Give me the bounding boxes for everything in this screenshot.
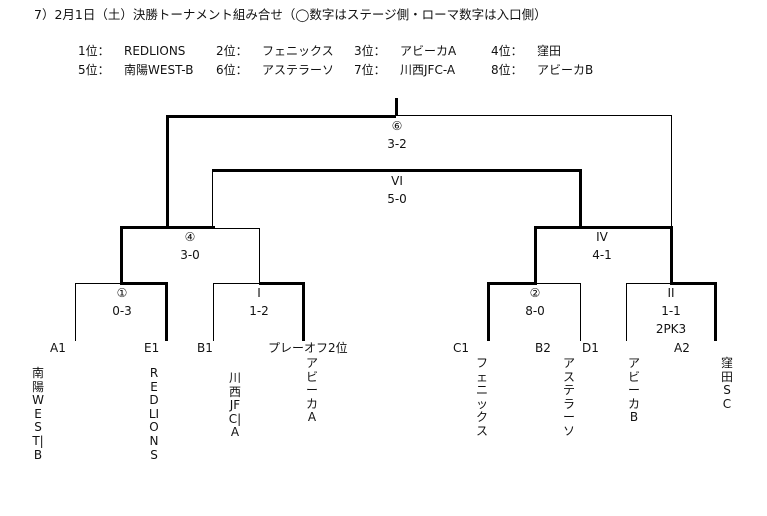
slot-label: C1: [453, 341, 470, 355]
team-name: アビーカB: [627, 356, 640, 425]
match-id: II: [667, 286, 675, 300]
rank-team: アビーカB: [537, 63, 594, 77]
rank-label: 6位：: [216, 63, 248, 77]
slot-label: D1: [582, 341, 599, 355]
rank-team: 窪田: [537, 44, 562, 58]
slot-label: E1: [144, 341, 160, 355]
match-score: 5-0: [387, 192, 407, 206]
rank-label: 3位：: [354, 44, 386, 58]
bracket-line: [259, 228, 260, 284]
match-score: 1-1: [661, 304, 681, 318]
bracket-line: [212, 169, 213, 228]
bracket-line: [215, 228, 259, 229]
bracket-line: [166, 115, 169, 228]
bracket-line: [259, 282, 305, 285]
bracket-line: [395, 98, 398, 116]
bracket-line: [212, 169, 581, 172]
bracket-line: [626, 283, 627, 341]
match-score: 3-0: [180, 248, 200, 262]
match-score: 0-3: [112, 304, 132, 318]
bracket-line: [165, 282, 168, 341]
bracket-line: [302, 282, 305, 341]
rank-team: フェニックス: [262, 44, 334, 58]
bracket-line: [120, 282, 167, 285]
slot-label: プレーオフ2位: [268, 341, 348, 355]
team-name: 窪田SC: [720, 356, 733, 411]
rank-team: アステラーソ: [262, 63, 335, 77]
bracket-line: [166, 115, 396, 118]
slot-label: A2: [674, 341, 690, 355]
page-title: 7）2月1日（土）決勝トーナメント組み合せ（◯数字はステージ側・ローマ数字は入口…: [34, 7, 547, 22]
match-id: ⑥: [391, 119, 403, 133]
bracket-line: [75, 283, 122, 284]
bracket-line: [396, 115, 672, 116]
bracket-line: [120, 226, 123, 284]
slot-label: B2: [535, 341, 551, 355]
rank-team: 南陽WEST-B: [124, 63, 194, 77]
team-name: 川西JFC|A: [228, 371, 242, 440]
team-name: 南陽WEST|B: [31, 366, 44, 462]
rank-label: 1位：: [78, 44, 110, 58]
bracket-line: [671, 115, 672, 228]
rank-team: REDLIONS: [124, 44, 186, 58]
bracket-line: [213, 283, 214, 341]
match-score: 3-2: [387, 137, 407, 151]
rank-label: 2位：: [216, 44, 248, 58]
rank-label: 4位：: [491, 44, 523, 58]
slot-label: A1: [50, 341, 66, 355]
match-id: ④: [184, 230, 196, 244]
bracket-line: [120, 226, 215, 229]
match-score: 4-1: [592, 248, 612, 262]
match-id: ①: [116, 286, 128, 300]
team-name: アステラーソ: [562, 356, 575, 438]
match-id: VI: [391, 174, 403, 188]
bracket-line: [580, 283, 581, 341]
bracket-line: [626, 283, 672, 284]
bracket-line: [487, 282, 537, 285]
match-id: I: [257, 286, 261, 300]
match-score: 8-0: [525, 304, 545, 318]
bracket-line: [714, 282, 717, 341]
bracket-line: [487, 282, 490, 341]
rank-label: 8位：: [491, 63, 523, 77]
bracket-line: [534, 226, 537, 284]
bracket-line: [670, 226, 673, 284]
bracket-line: [534, 226, 673, 229]
match-pk: 2PK3: [655, 322, 687, 336]
bracket-line: [670, 282, 717, 285]
team-name: REDLIONS: [148, 366, 160, 462]
match-id: ②: [529, 286, 541, 300]
rank-team: 川西JFC-A: [400, 63, 456, 77]
match-score: 1-2: [249, 304, 269, 318]
slot-label: B1: [197, 341, 213, 355]
bracket-line: [579, 169, 582, 228]
match-id: IV: [596, 230, 608, 244]
rank-label: 5位：: [78, 63, 110, 77]
rank-label: 7位：: [354, 63, 386, 77]
rank-team: アビーカA: [400, 44, 457, 58]
bracket-line: [75, 283, 76, 341]
bracket-line: [213, 283, 260, 284]
bracket-line: [535, 283, 581, 284]
team-name: アビーカA: [305, 356, 318, 425]
team-name: フェニックス: [475, 356, 488, 438]
